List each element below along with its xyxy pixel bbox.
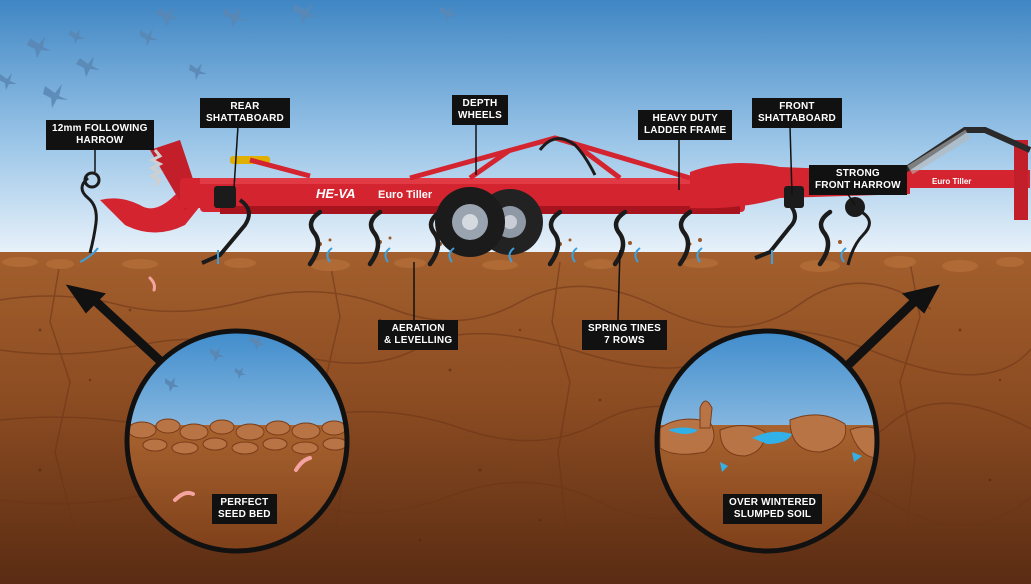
brand-logo: HE-VA	[316, 186, 355, 201]
worm-icon	[148, 276, 156, 292]
label-front-shattaboard: FRONT SHATTABOARD	[752, 98, 842, 128]
seed-bed-bubble-ring	[124, 328, 350, 554]
bird-icon	[0, 3, 458, 108]
label-ladder-frame: HEAVY DUTY LADDER FRAME	[638, 110, 733, 140]
rear-spring	[148, 149, 164, 187]
following-harrow-tine	[80, 176, 98, 254]
slumped-soil-bubble-ring	[654, 328, 880, 554]
hydraulic-hose	[538, 137, 597, 176]
soil-speckles	[38, 308, 1002, 542]
model-name: Euro Tiller	[378, 189, 433, 201]
standing-water	[668, 427, 862, 472]
arrow-up-icon	[65, 284, 940, 374]
label-spring-tines: SPRING TINES 7 ROWS	[582, 320, 667, 350]
label-depth-wheels: DEPTH WHEELS	[452, 95, 508, 125]
label-following-harrow: 12mm FOLLOWING HARROW	[46, 120, 154, 150]
model-name-rear: Euro Tiller	[932, 177, 971, 186]
curved-arrow-icon	[79, 247, 847, 264]
label-seed-bed: PERFECT SEED BED	[212, 494, 277, 524]
spring-tines	[307, 209, 833, 267]
rear-shattaboard	[201, 186, 251, 265]
label-front-harrow: STRONG FRONT HARROW	[809, 165, 907, 195]
harrow-coil	[83, 171, 101, 189]
worm-icon	[173, 490, 195, 502]
depth-wheels	[435, 187, 543, 257]
front-harrow	[845, 197, 871, 266]
label-aeration: AERATION & LEVELLING	[378, 320, 459, 350]
label-rear-shattaboard: REAR SHATTABOARD	[200, 98, 290, 128]
drawbar	[880, 170, 1030, 188]
bird-icon	[165, 334, 266, 392]
worm-icon	[294, 456, 312, 472]
leader-lines	[94, 122, 856, 494]
label-slumped-soil: OVER WINTERED SLUMPED SOIL	[723, 494, 823, 524]
front-shattaboard	[754, 186, 804, 260]
